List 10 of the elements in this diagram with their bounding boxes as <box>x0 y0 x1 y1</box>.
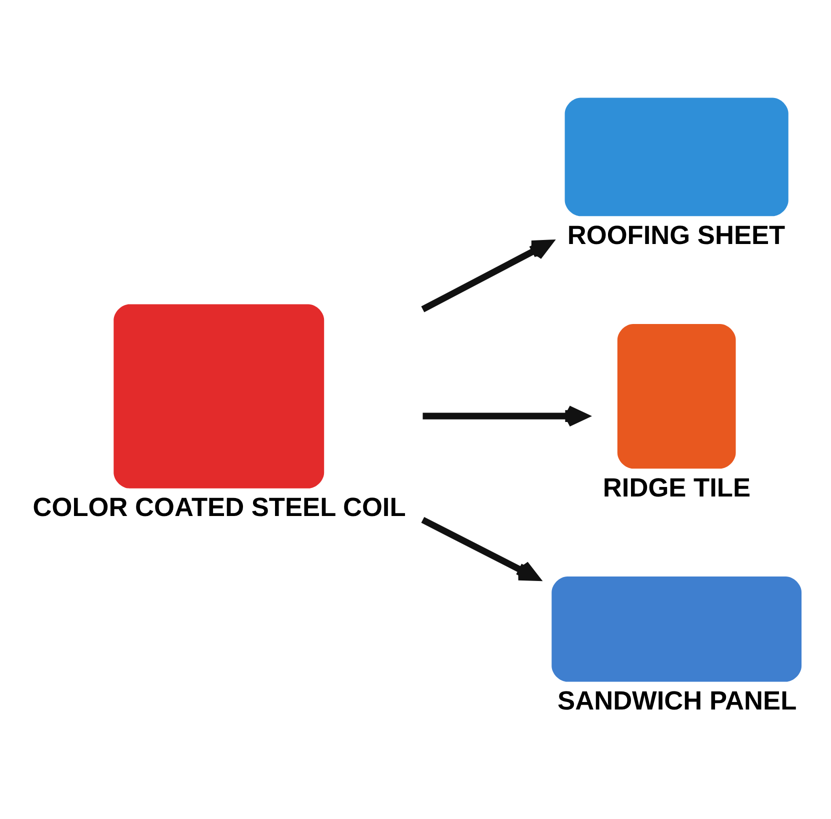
node-box <box>552 576 802 682</box>
node-box <box>617 324 736 469</box>
node-box <box>114 304 324 488</box>
arrow <box>421 240 553 312</box>
node-label: RIDGE TILE <box>602 472 750 502</box>
node-box <box>564 98 788 216</box>
arrow <box>421 516 540 581</box>
node-label: ROOFING SHEET <box>567 220 786 250</box>
node-label: SANDWICH PANEL <box>558 685 797 716</box>
node-label: COLOR COATED STEEL COIL <box>32 492 406 522</box>
